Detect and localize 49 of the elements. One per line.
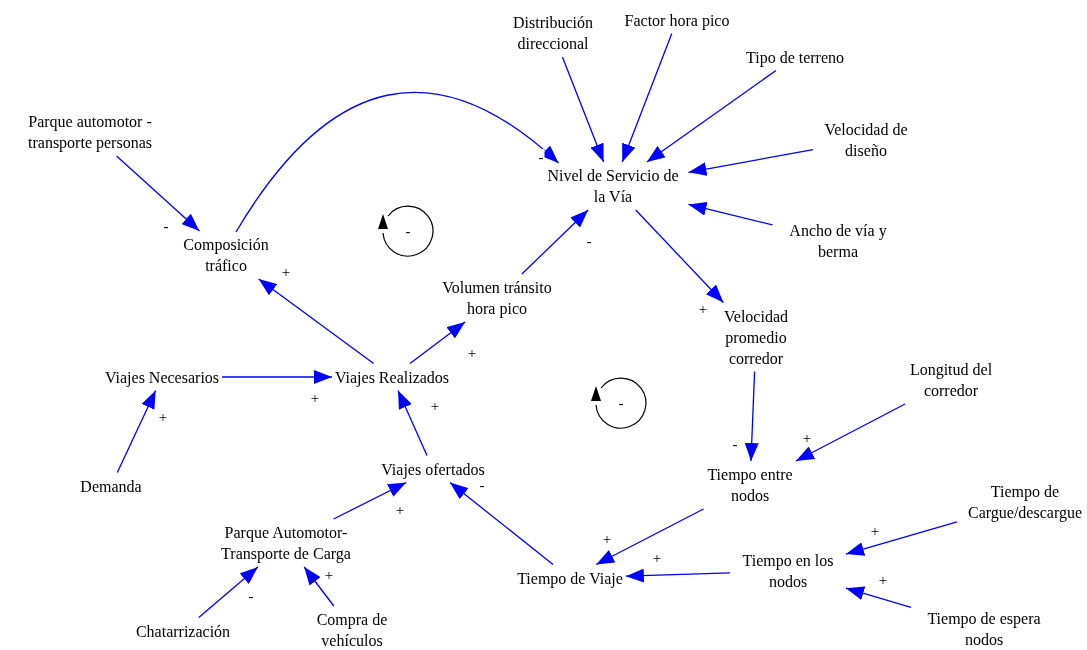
arrow bbox=[397, 389, 428, 457]
arrow bbox=[795, 403, 906, 462]
arrow bbox=[845, 586, 912, 609]
arrow bbox=[198, 566, 259, 619]
arrow bbox=[449, 481, 554, 566]
arrow bbox=[409, 321, 466, 365]
variable-label: Tiempo de Cargue/descargue bbox=[967, 482, 1083, 523]
arrow bbox=[116, 389, 157, 474]
variable-label: Tiempo en los nodos bbox=[741, 551, 835, 592]
arrow bbox=[621, 32, 673, 163]
variable-label: Volumen tránsito hora pico bbox=[441, 278, 553, 319]
arrow bbox=[258, 278, 375, 365]
arrow bbox=[625, 568, 731, 583]
variable-label: Velocidad promedio corredor bbox=[723, 306, 789, 369]
variable-label: Parque automotor - transporte personas bbox=[27, 112, 153, 153]
variable-label: Parque Automotor-Transporte de Carga bbox=[220, 523, 352, 564]
variable-label: Tiempo de Viaje bbox=[517, 568, 623, 589]
arrow bbox=[687, 149, 814, 176]
variable-label: Tiempo de espera nodos bbox=[926, 609, 1042, 650]
variable-label: Viajes ofertados bbox=[381, 459, 485, 480]
variable-label: Composición tráfico bbox=[182, 235, 270, 276]
variable-label: Viajes Necesarios bbox=[104, 367, 220, 388]
variable-label: Longitud del corredor bbox=[908, 360, 994, 401]
arrow bbox=[646, 69, 777, 163]
arrow bbox=[635, 209, 724, 304]
arrow bbox=[235, 91, 560, 233]
variable-label: Distribución direccional bbox=[512, 13, 594, 54]
arrow bbox=[521, 209, 589, 275]
variable-label: Tipo de terreno bbox=[745, 47, 845, 68]
variable-label: Nivel de Servicio de la Vía bbox=[546, 166, 680, 207]
variable-label: Chatarrización bbox=[135, 621, 231, 642]
arrow bbox=[595, 508, 705, 566]
arrow bbox=[744, 370, 759, 462]
arrow bbox=[221, 370, 333, 384]
variable-label: Demanda bbox=[80, 476, 142, 497]
loop-polarity-label: - bbox=[405, 223, 411, 239]
loop-polarity-label: - bbox=[618, 395, 624, 411]
variable-label: Viajes Realizados bbox=[334, 367, 450, 388]
variable-label: Factor hora pico bbox=[624, 10, 730, 31]
arrow bbox=[561, 56, 605, 163]
arrow bbox=[845, 521, 958, 556]
arrow bbox=[333, 481, 407, 520]
variable-label: Velocidad de diseño bbox=[823, 120, 909, 161]
arrow bbox=[115, 155, 201, 232]
arrow bbox=[303, 566, 335, 607]
variable-label: Ancho de vía y berma bbox=[788, 221, 888, 262]
arrow bbox=[687, 201, 774, 226]
variable-label: Tiempo entre nodos bbox=[706, 465, 794, 506]
variable-label: Compra de vehículos bbox=[315, 610, 389, 650]
